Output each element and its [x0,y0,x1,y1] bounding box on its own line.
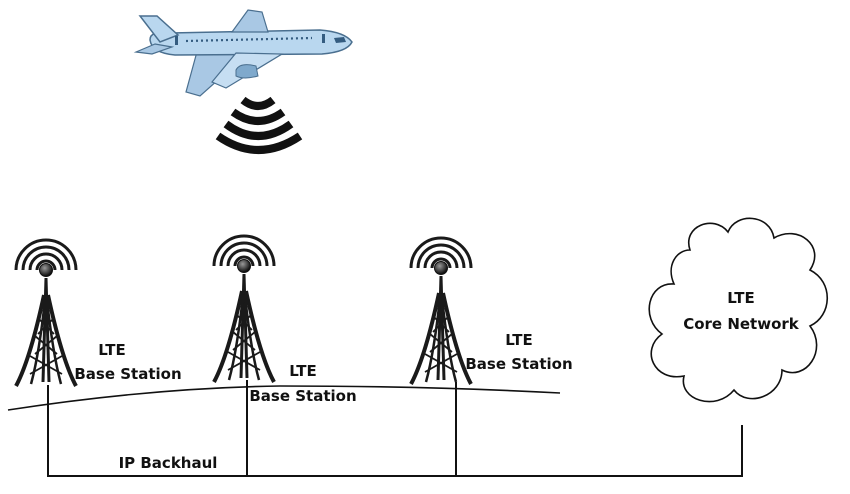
base-station-tower-1 [16,240,76,386]
airplane-icon [136,10,352,96]
antenna-tower-icon [411,238,471,384]
core-network-label-line2: Core Network [683,315,800,333]
base-station-tower-3 [411,238,471,384]
antenna-tower-icon [214,236,274,382]
antenna-tower-icon [16,240,76,386]
station-3-label-line2: Base Station [465,355,572,373]
station-1-label-line1: LTE [98,341,126,359]
wireless-signal-icon [218,100,300,150]
core-network-cloud [649,218,827,401]
base-station-tower-2 [214,236,274,382]
core-network-label-line1: LTE [727,289,755,307]
station-2-label-line1: LTE [289,362,317,380]
station-3-label-line1: LTE [505,331,533,349]
station-2-label-line2: Base Station [249,387,356,405]
ip-backhaul-label: IP Backhaul [119,454,218,472]
station-1-label-line2: Base Station [74,365,181,383]
